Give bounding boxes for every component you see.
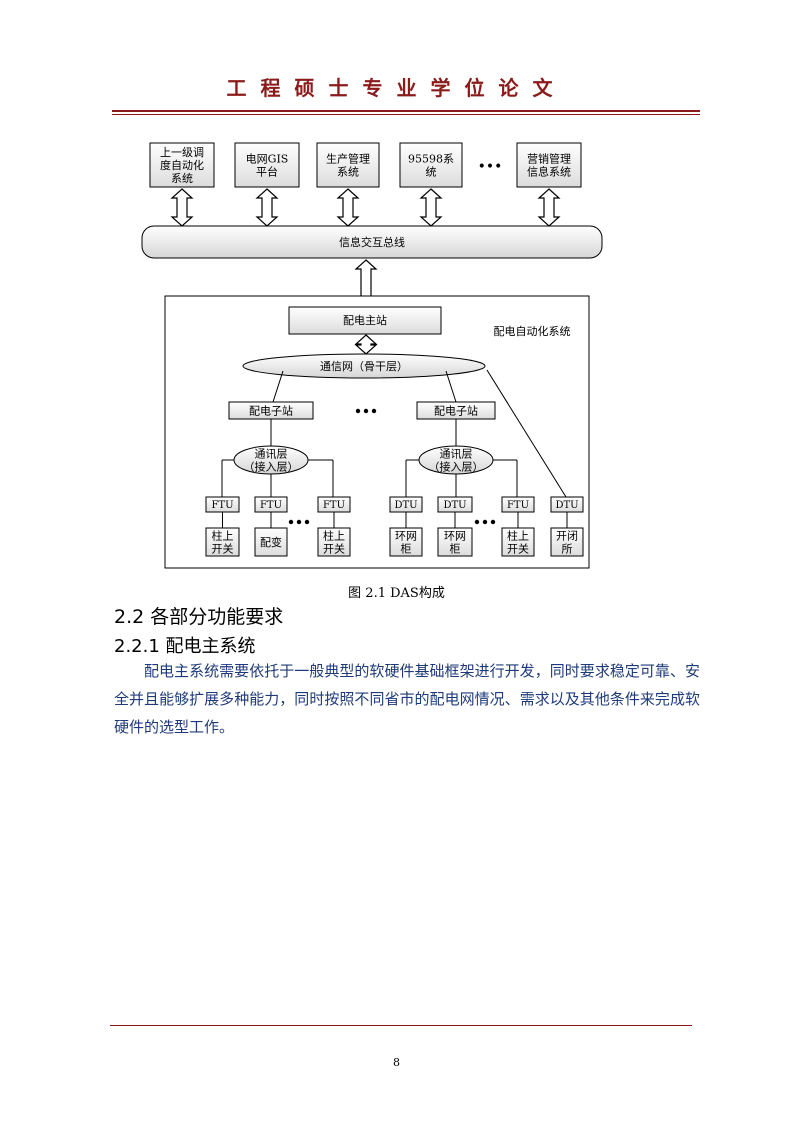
- terminal-label: DTU: [394, 500, 417, 511]
- backbone-label: 通信网（骨干层）: [320, 360, 408, 373]
- bus-arrow: [255, 188, 279, 227]
- das-label: 配电自动化系统: [494, 324, 571, 338]
- device-box: [550, 527, 584, 557]
- footer-rule: [110, 1025, 692, 1026]
- section-heading: 2.2 各部分功能要求: [114, 606, 284, 628]
- top-system-label: 上一级调度自动化系统: [160, 146, 204, 185]
- connector-line: [445, 370, 457, 403]
- top-system-box: [399, 142, 463, 188]
- ellipsis-dots: [363, 408, 369, 414]
- header-rule-thick: [112, 110, 700, 112]
- master-station-box: [288, 306, 442, 335]
- ellipsis-dots: [482, 519, 488, 525]
- ellipsis-dots: •••: [478, 159, 503, 175]
- top-system-label: 生产管理系统: [326, 151, 370, 178]
- device-label: 环网柜: [444, 529, 466, 555]
- device-box: [501, 527, 535, 557]
- ellipsis-dots: [296, 519, 302, 525]
- device-label: 开闭所: [556, 529, 578, 555]
- terminal-label: DTU: [555, 500, 578, 511]
- bus-arrow: [419, 188, 443, 227]
- ellipsis-dots: [371, 408, 377, 414]
- ellipsis-dots: [304, 519, 310, 525]
- terminal-label: FTU: [211, 500, 233, 511]
- device-box: [317, 527, 351, 557]
- ellipsis-dots: [355, 408, 361, 414]
- master-station-label: 配电主站: [343, 313, 387, 327]
- connector-line: [272, 370, 284, 403]
- device-label: 柱上开关: [323, 528, 345, 555]
- ellipsis-dots: [288, 519, 294, 525]
- access-layer-label: 通讯层（接入层）: [244, 447, 299, 473]
- device-label: 柱上开关: [507, 528, 529, 555]
- terminal-label: FTU: [260, 500, 282, 511]
- top-system-box: [149, 142, 215, 188]
- ellipsis-dots: [490, 519, 496, 525]
- ellipsis-dots: [474, 519, 480, 525]
- device-label: 配变: [260, 535, 282, 549]
- device-label: 环网柜: [395, 529, 417, 555]
- document-header-title: 工程硕士专业学位论文: [226, 76, 567, 100]
- device-box: [437, 527, 473, 557]
- device-box: [205, 527, 240, 557]
- top-system-box: [516, 142, 582, 188]
- page-number: 8: [393, 1056, 400, 1069]
- terminal-label: FTU: [507, 500, 529, 511]
- device-box: [389, 527, 423, 557]
- device-box: [254, 527, 288, 557]
- bus-arrow: [170, 188, 194, 227]
- substation-label: 配电子站: [434, 403, 478, 417]
- information-bus: [141, 225, 603, 259]
- top-system-label: 营销管理信息系统: [527, 151, 571, 178]
- body-paragraph: 配电主系统需要依托于一般典型的软硬件基础框架进行开发，同时要求稳定可靠、安全并且…: [114, 662, 700, 736]
- top-system-label: 95598系统: [408, 152, 454, 178]
- backbone-network: [242, 353, 486, 379]
- device-label: 柱上开关: [212, 528, 234, 555]
- bus-arrow: [537, 188, 561, 227]
- subsection-heading: 2.2.1 配电主系统: [114, 636, 256, 657]
- header-rule-thin: [112, 114, 700, 115]
- substation-label: 配电子站: [249, 403, 293, 417]
- bus-label: 信息交互总线: [339, 235, 405, 249]
- top-system-box: [234, 142, 300, 188]
- terminal-label: FTU: [323, 500, 345, 511]
- bus-arrow: [336, 188, 360, 227]
- connector-line: [486, 369, 567, 498]
- access-layer-label: 通讯层（接入层）: [429, 447, 484, 473]
- figure-caption: 图 2.1 DAS构成: [348, 586, 445, 601]
- terminal-label: DTU: [443, 500, 466, 511]
- top-system-box: [316, 142, 380, 188]
